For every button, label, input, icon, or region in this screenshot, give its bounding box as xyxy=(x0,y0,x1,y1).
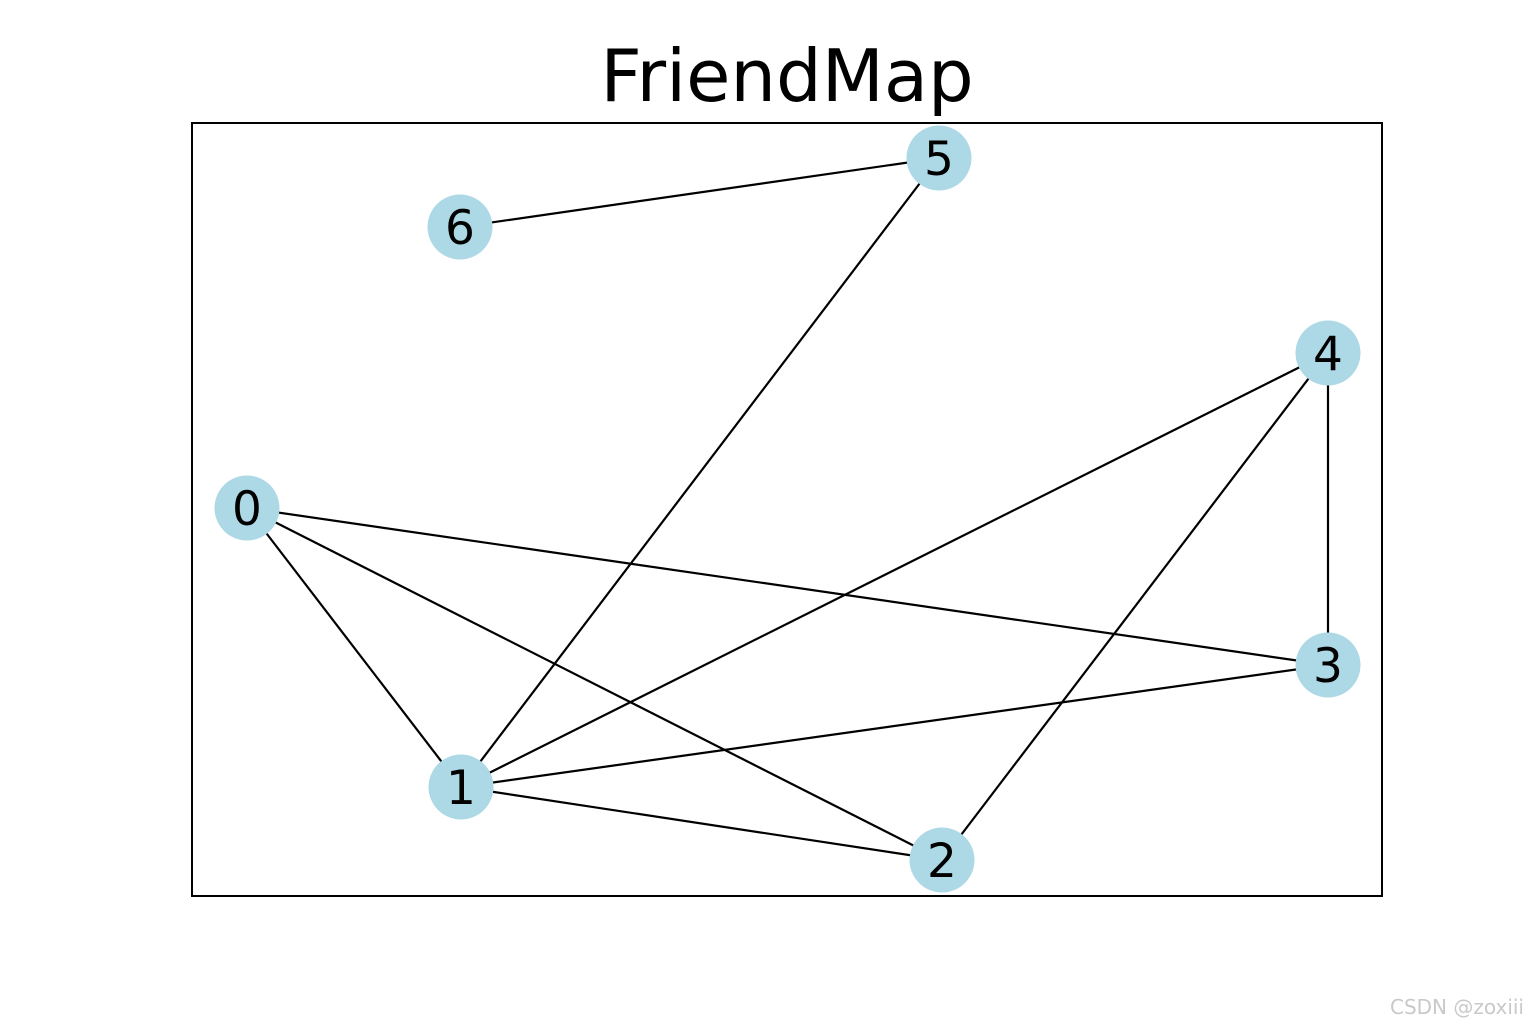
node-3 xyxy=(1295,632,1361,698)
edge-0-2 xyxy=(246,507,943,861)
plot-frame xyxy=(191,122,1383,897)
node-label-2: 2 xyxy=(927,834,957,889)
node-5 xyxy=(906,125,972,191)
node-label-4: 4 xyxy=(1313,327,1343,382)
node-2 xyxy=(909,827,975,893)
edge-5-6 xyxy=(459,156,940,229)
nodes-layer: 0 1 2 3 4 5 6 xyxy=(214,125,1361,893)
edge-2-4 xyxy=(941,352,1329,861)
node-label-1: 1 xyxy=(446,761,476,816)
edge-0-1 xyxy=(246,507,462,788)
edge-1-5 xyxy=(460,157,940,788)
edges-layer xyxy=(246,156,1330,862)
edge-1-4 xyxy=(460,352,1329,788)
edge-0-3 xyxy=(246,506,1329,667)
node-label-6: 6 xyxy=(445,201,475,256)
node-6 xyxy=(427,194,493,260)
chart-title: FriendMap xyxy=(600,34,973,118)
node-label-5: 5 xyxy=(924,132,954,187)
node-label-0: 0 xyxy=(232,482,262,537)
watermark: CSDN @zoxiii xyxy=(1390,995,1524,1019)
node-1 xyxy=(428,754,494,820)
edge-1-2 xyxy=(460,785,943,862)
edge-1-3 xyxy=(460,663,1329,789)
node-4 xyxy=(1295,320,1361,386)
node-0 xyxy=(214,475,280,541)
node-label-3: 3 xyxy=(1313,639,1343,694)
